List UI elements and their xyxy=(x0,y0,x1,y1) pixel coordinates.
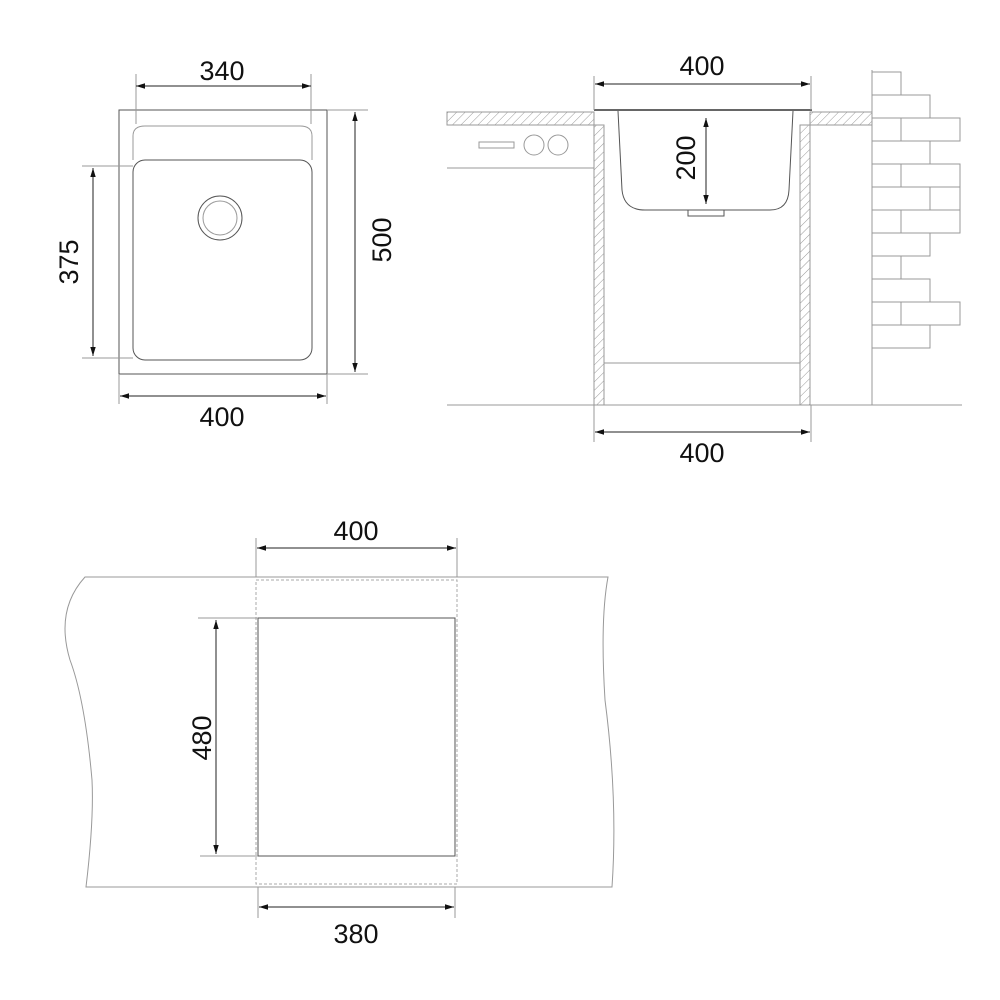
dim-label-480: 480 xyxy=(187,715,217,760)
drain-fitting xyxy=(687,209,725,217)
dim-label-500: 500 xyxy=(367,217,397,262)
side-view: 400 200 400 xyxy=(446,51,962,468)
countertop-left xyxy=(446,111,595,126)
top-view: 340 375 500 400 xyxy=(54,56,397,432)
drain-icon xyxy=(197,195,243,241)
dishwasher-slot xyxy=(478,141,515,149)
drain-inner xyxy=(202,200,238,236)
dim-label-340: 340 xyxy=(199,56,244,86)
countertop-right xyxy=(809,111,873,126)
cutout-view: 400 480 380 xyxy=(64,516,615,949)
basin xyxy=(132,159,313,361)
dishwasher-knob xyxy=(547,134,569,156)
dim-label-200: 200 xyxy=(671,135,701,180)
dim-label-400-cabinet: 400 xyxy=(679,438,724,468)
dim-label-375: 375 xyxy=(54,239,84,284)
cabinet-wall-right xyxy=(799,124,811,406)
dim-label-400-bottom: 400 xyxy=(199,402,244,432)
dim-label-380: 380 xyxy=(333,919,378,949)
dim-label-400-cutout: 400 xyxy=(333,516,378,546)
sink-outer-rim xyxy=(118,109,328,375)
dim-label-400-sink: 400 xyxy=(679,51,724,81)
cabinet-wall-left xyxy=(593,124,605,406)
dishwasher-knob xyxy=(523,134,545,156)
brick-wall xyxy=(871,71,961,349)
countertop-outline xyxy=(64,576,615,888)
sink-outline-dashed xyxy=(255,579,458,885)
cutout-rect xyxy=(257,617,456,857)
upper-ledge xyxy=(132,125,313,160)
